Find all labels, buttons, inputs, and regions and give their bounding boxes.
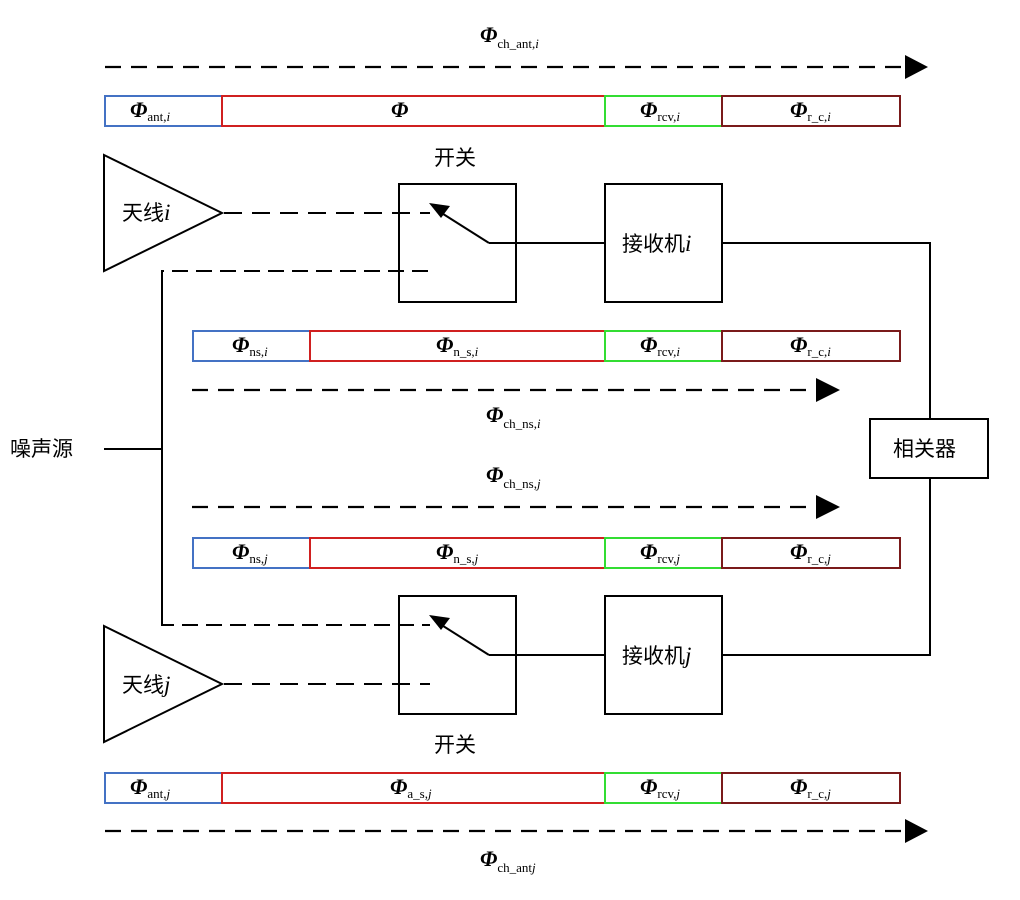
- noise-feed-j: [161, 621, 430, 626]
- channel-label-ns-i: Φch_ns,i: [486, 402, 541, 431]
- channel-label-ns-j: Φch_ns,j: [486, 462, 541, 491]
- switch-i-blade: [439, 211, 490, 244]
- bar-label: Φ: [391, 97, 408, 122]
- receiver-j-label: 接收机j: [622, 643, 691, 668]
- phase-bar-row4: Φant,j Φa_s,j Φrcv,j Φr_c,j: [104, 772, 901, 804]
- bar-label: Φant,i: [130, 97, 171, 124]
- switch-i-arrowhead: [429, 203, 450, 218]
- arrowhead-bottom: [905, 819, 928, 843]
- switch-j-blade: [439, 623, 490, 656]
- channel-label-bottom: Φch_antj: [480, 846, 536, 875]
- phase-bar-row3: Φns,j Φn_s,j Φrcv,j Φr_c,j: [192, 537, 901, 569]
- bar-label: Φrcv,j: [640, 774, 680, 801]
- phase-bar-row2: Φns,i Φn_s,i Φrcv,i Φr_c,i: [192, 330, 901, 362]
- bar-label: Φrcv,i: [640, 332, 680, 359]
- antenna-i: 天线i: [103, 153, 225, 273]
- bar-label: Φrcv,i: [640, 97, 680, 124]
- bar-label: Φa_s,j: [390, 774, 432, 801]
- arrowhead-ns-i: [816, 378, 840, 402]
- phase-bar-row1: Φant,i Φ Φrcv,i Φr_c,i: [104, 95, 901, 127]
- receiver-j-to-correlator: [722, 478, 931, 656]
- switch-label-top: 开关: [434, 146, 476, 170]
- bar-label: Φr_c,j: [790, 774, 831, 801]
- bar-label: Φrcv,j: [640, 539, 680, 566]
- receiver-i-label: 接收机i: [622, 231, 691, 256]
- arrowhead-top: [905, 55, 928, 79]
- switch-label-bottom: 开关: [434, 733, 476, 757]
- antenna-j: 天线j: [103, 624, 225, 744]
- bar-label: Φant,j: [130, 774, 171, 801]
- arrowhead-ns-j: [816, 495, 840, 519]
- antenna-i-label: 天线i: [122, 200, 170, 225]
- noise-source-label: 噪声源: [10, 437, 73, 461]
- antenna-j-label: 天线j: [122, 672, 170, 697]
- receiver-i-to-correlator: [722, 242, 931, 419]
- bar-label: Φn_s,j: [436, 539, 479, 566]
- correlator-label: 相关器: [893, 437, 956, 461]
- bar-label: Φr_c,i: [790, 332, 831, 359]
- switch-j-arrowhead: [429, 615, 450, 630]
- bar-label: Φns,j: [232, 539, 268, 566]
- bar-label: Φr_c,i: [790, 97, 831, 124]
- bar-label: Φns,i: [232, 332, 268, 359]
- bar-label: Φr_c,j: [790, 539, 831, 566]
- channel-label-top: Φch_ant,i: [480, 22, 539, 51]
- bar-label: Φn_s,i: [436, 332, 479, 359]
